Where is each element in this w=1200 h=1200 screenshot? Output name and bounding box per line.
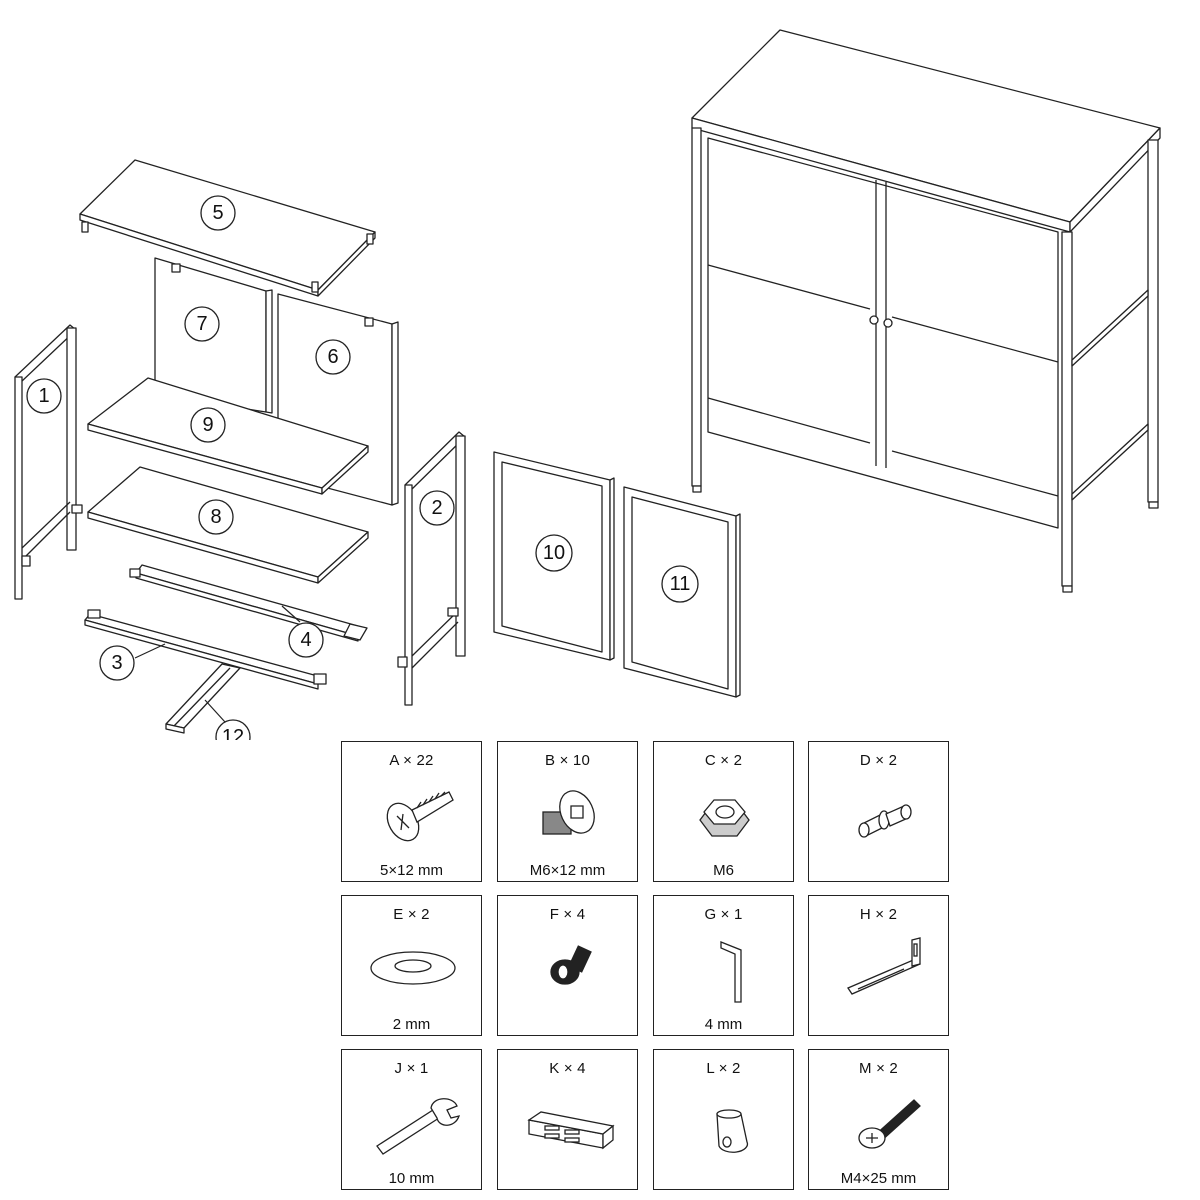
callout-6 bbox=[315, 339, 351, 375]
callout-1 bbox=[26, 378, 62, 414]
hardware-item-a: A × 22 5×12 mm bbox=[341, 741, 482, 882]
wrench-icon bbox=[376, 1098, 460, 1155]
washer-icon bbox=[370, 951, 456, 985]
machine-screw-icon bbox=[858, 1099, 921, 1149]
hardware-label: K × 4 bbox=[549, 1060, 586, 1077]
hardware-label: L × 2 bbox=[706, 1060, 741, 1077]
callout-8 bbox=[198, 499, 234, 535]
hardware-label: E × 2 bbox=[393, 906, 430, 923]
part-label-6: 6 bbox=[327, 346, 338, 368]
shelf-pin-icon bbox=[858, 804, 912, 838]
tapping-screw-icon bbox=[386, 791, 454, 842]
hardware-size: 4 mm bbox=[704, 1016, 743, 1033]
part-3-front-rail bbox=[84, 609, 327, 690]
callout-3 bbox=[99, 645, 135, 681]
callout-2 bbox=[419, 490, 455, 526]
hardware-size: 5×12 mm bbox=[380, 862, 443, 879]
hex-key-icon bbox=[720, 941, 742, 1003]
callout-4 bbox=[288, 622, 324, 658]
magnet-catch-icon bbox=[527, 1111, 615, 1150]
hardware-label: C × 2 bbox=[704, 752, 743, 769]
part-label-1: 1 bbox=[38, 385, 49, 407]
bolt-icon bbox=[542, 790, 595, 835]
exploded-assembly-diagram: 5 7 6 1 9 8 2 10 11 4 3 12 bbox=[14, 29, 1161, 740]
l-bracket-icon bbox=[847, 937, 921, 995]
hardware-item-j: J × 1 10 mm bbox=[341, 1049, 482, 1190]
callout-7 bbox=[184, 306, 220, 342]
callout-11 bbox=[661, 565, 699, 603]
hardware-item-g: G × 1 4 mm bbox=[653, 895, 794, 1036]
part-label-10: 10 bbox=[543, 542, 565, 564]
part-label-3: 3 bbox=[111, 652, 122, 674]
hardware-size: M4×25 mm bbox=[840, 1170, 917, 1187]
assembled-cabinet bbox=[691, 29, 1161, 593]
part-label-4: 4 bbox=[300, 629, 311, 651]
hardware-item-d: D × 2 bbox=[808, 741, 949, 882]
part-label-9: 9 bbox=[202, 414, 213, 436]
hardware-label: M × 2 bbox=[859, 1060, 898, 1077]
callout-5 bbox=[200, 195, 236, 231]
hardware-label: J × 1 bbox=[394, 1060, 429, 1077]
hardware-item-b: B × 10 M6×12 mm bbox=[497, 741, 638, 882]
hardware-label: H × 2 bbox=[859, 906, 898, 923]
hardware-size: M6×12 mm bbox=[529, 862, 606, 879]
part-12-center-brace bbox=[165, 663, 241, 734]
hardware-size: 2 mm bbox=[392, 1016, 431, 1033]
hardware-label: A × 22 bbox=[389, 752, 434, 769]
part-1-left-side-frame bbox=[14, 324, 83, 600]
part-9-upper-shelf bbox=[87, 377, 369, 495]
part-label-5: 5 bbox=[212, 202, 223, 224]
hex-nut-icon bbox=[699, 799, 750, 837]
callout-9 bbox=[190, 407, 226, 443]
callout-10 bbox=[535, 534, 573, 572]
hardware-item-h: H × 2 bbox=[808, 895, 949, 1036]
hardware-item-l: L × 2 bbox=[653, 1049, 794, 1190]
part-label-8: 8 bbox=[210, 506, 221, 528]
hardware-item-k: K × 4 bbox=[497, 1049, 638, 1190]
hardware-size: 10 mm bbox=[388, 1170, 435, 1187]
callout-12 bbox=[215, 719, 251, 740]
knob-icon bbox=[716, 1109, 749, 1153]
hardware-label: F × 4 bbox=[549, 906, 586, 923]
hardware-item-m: M × 2 M4×25 mm bbox=[808, 1049, 949, 1190]
part-label-7: 7 bbox=[196, 313, 207, 335]
part-5-top-panel bbox=[79, 159, 376, 297]
hardware-label: B × 10 bbox=[545, 752, 590, 769]
part-label-11: 11 bbox=[670, 573, 691, 595]
part-label-12: 12 bbox=[222, 726, 244, 740]
part-4-back-rail bbox=[129, 564, 368, 642]
hardware-label: G × 1 bbox=[704, 906, 743, 923]
hardware-size: M6 bbox=[713, 862, 734, 879]
hardware-item-c: C × 2 M6 bbox=[653, 741, 794, 882]
part-2-right-side-frame bbox=[397, 431, 466, 706]
hardware-item-f: F × 4 bbox=[497, 895, 638, 1036]
part-label-2: 2 bbox=[431, 497, 442, 519]
leveling-foot-icon bbox=[550, 945, 592, 985]
hardware-label: D × 2 bbox=[859, 752, 898, 769]
hardware-item-e: E × 2 2 mm bbox=[341, 895, 482, 1036]
